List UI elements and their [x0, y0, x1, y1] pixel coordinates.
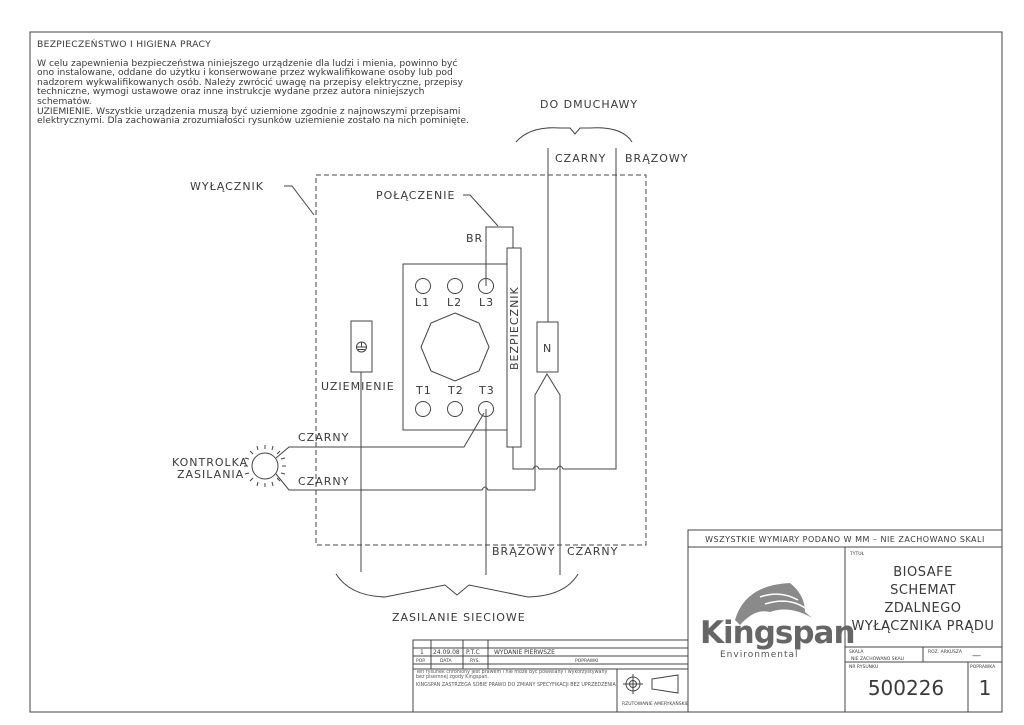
rev-by: P.T.C [466, 649, 480, 656]
terminal-l3 [478, 278, 494, 294]
neutral-wires [534, 373, 561, 575]
to-blower-label: DO DMUCHAWY [540, 98, 638, 111]
rev-date: 24.09.08 [433, 649, 460, 656]
black-bottom-label: CZARNY [567, 545, 618, 558]
l3-label: L3 [479, 296, 494, 309]
mains-brace [335, 573, 579, 598]
power-lamp-icon [251, 452, 279, 480]
black-wire-2-label: CZARNY [298, 475, 349, 488]
safety-notes: BEZPIECZEŃSTWO I HIGIENA PRACY W celu za… [37, 40, 477, 126]
sheet-value: — [972, 651, 981, 661]
title-line-1: BIOSAFE [893, 565, 953, 580]
notes-heading: BEZPIECZEŃSTWO I HIGIENA PRACY [37, 39, 212, 50]
terminal-t2 [447, 401, 463, 417]
t2-label: T2 [447, 384, 464, 397]
lamp-wire-lower [275, 473, 535, 491]
projection-label: RZUTOWANIE AMERYKAŃSKIE [622, 700, 689, 707]
rev-header-date: DATA [440, 658, 453, 664]
copyright-note: Ten rysunek chroniony jest prawem i nie … [416, 670, 608, 680]
neutral-label: N [543, 342, 552, 355]
lamp-wire-upper [275, 412, 485, 459]
switch-leader [284, 185, 315, 216]
drawing-number: 500226 [868, 676, 944, 700]
black-wire-1-label: CZARNY [298, 431, 349, 444]
title-line-2: SCHEMAT [890, 583, 956, 598]
fuse [506, 247, 522, 448]
fuse-out-wire [512, 447, 564, 470]
brown-blower-wire [563, 148, 617, 470]
terminal-t1 [415, 401, 431, 417]
brown-bottom-label: BRĄZOWY [492, 545, 556, 558]
brown-top-label: BRĄZOWY [625, 152, 689, 165]
connection-label: POŁĄCZENIE [376, 189, 455, 202]
lamp-label-line1: KONTROLKA [172, 456, 248, 469]
lamp-rays [244, 445, 286, 487]
blower-brace [515, 127, 633, 143]
rev-desc: WYDANIE PIERWSZE [494, 649, 555, 656]
rev-header-desc: POPRAWKI [575, 658, 598, 664]
brand-name: Kingspan [700, 615, 855, 651]
notes-body: W celu zapewnienia bezpieczeństwa niniej… [37, 57, 463, 107]
switch-enclosure [315, 174, 647, 546]
spec-note: KINGSPAN ZASTRZEGA SOBIE PRAWO DO ZMIANY… [416, 683, 616, 688]
dimensions-note: WSZYSTKIE WYMIARY PODANO W MM – NIE ZACH… [705, 535, 985, 544]
t3-label: T3 [478, 384, 495, 397]
kingspan-logo: Kingspan Environmental [700, 583, 856, 660]
drawing-no-label: NR RYSUNKU [849, 664, 878, 670]
title-line-4: WYŁĄCZNIKA PRĄDU [852, 619, 995, 634]
earth-symbol [357, 342, 366, 350]
earth-label: UZIEMIENIE [321, 380, 395, 393]
scale-value: NIE ZACHOWANO SKALI [851, 656, 904, 662]
title-label: TYTUŁ [849, 551, 865, 557]
terminal-l1 [415, 278, 431, 294]
revision-number: 1 [979, 676, 992, 700]
title-line-3: ZDALNEGO [884, 601, 961, 616]
black-top-label: CZARNY [555, 152, 606, 165]
br-label: BR [466, 232, 483, 245]
brand-sub: Environmental [720, 650, 798, 660]
rev-number: 1 [420, 649, 424, 656]
sheet-label: ROZ. ARKUSZA [928, 649, 963, 655]
drawing-border [29, 31, 1003, 713]
lamp-label-line2: ZASILANIA [177, 468, 244, 481]
rev-header-rev: POP. [416, 658, 426, 664]
neutral-terminal [536, 321, 559, 373]
mains-label: ZASILANIE SIECIOWE [392, 611, 526, 624]
isolator-switch [402, 263, 508, 431]
l1-label: L1 [415, 296, 430, 309]
scale-label: SKALA [849, 649, 864, 655]
terminal-l2 [447, 278, 463, 294]
t1-label: T1 [415, 384, 432, 397]
l2-label: L2 [447, 296, 462, 309]
revision-table [412, 639, 688, 712]
revision-label: POPRAWKA [970, 664, 996, 670]
connection-leader [463, 194, 499, 227]
projection-icon [623, 674, 679, 694]
fuse-label: BEZPIECZNIK [508, 286, 521, 370]
switch-label: WYŁĄCZNIK [190, 180, 264, 193]
br-wire [485, 226, 514, 286]
title-block [687, 529, 1003, 713]
rev-header-by: RYS. [470, 658, 480, 664]
notes-grounding: UZIEMIENIE. Wszystkie urządzenia muszą b… [37, 105, 469, 127]
rotary-knob [420, 312, 490, 382]
